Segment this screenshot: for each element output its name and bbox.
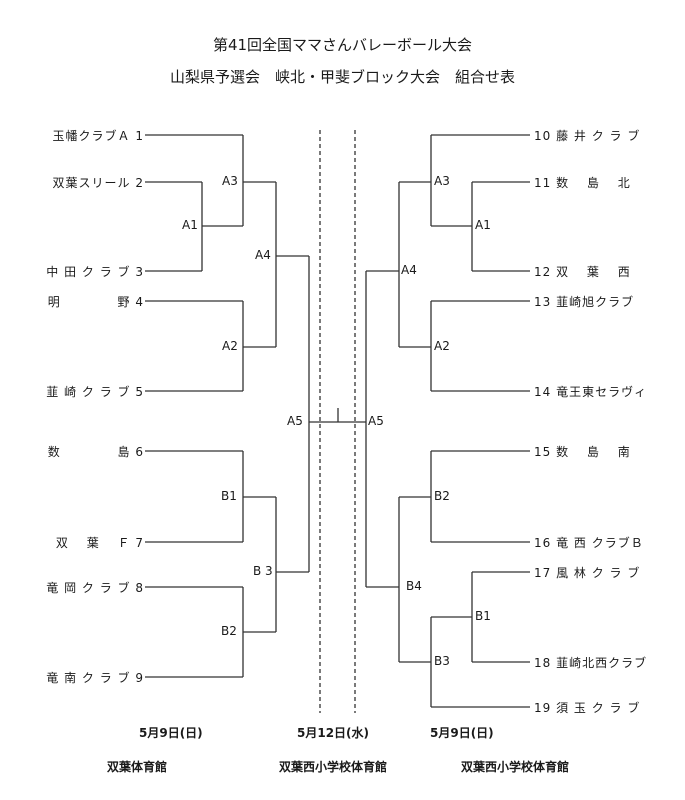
tournament-title: 第41回全国ママさんバレーボール大会: [212, 36, 473, 54]
team-seed: 11: [534, 176, 552, 190]
team-seed: 5: [135, 385, 144, 399]
team-seed: 15: [534, 445, 552, 459]
left-match-a4: A4: [255, 248, 271, 262]
right-date: 5月9日(日): [430, 726, 494, 740]
team-entry-3: 中 田 ク ラ ブ 3: [22, 263, 144, 280]
right-match-b2: B2: [434, 489, 450, 503]
team-entry-6: 数 島 6: [22, 443, 144, 460]
right-bracket-b4: [366, 497, 400, 662]
team-name: 韮崎北西クラブ: [556, 656, 648, 670]
right-bracket-b1: [431, 572, 473, 662]
right-match-a2: A2: [434, 339, 450, 353]
team-entry-2: 双葉スリール 2: [22, 174, 144, 191]
right-match-a3: A3: [434, 174, 450, 188]
team-entry-13: 13 韮崎旭クラブ: [534, 293, 634, 310]
team-name: 双葉スリール: [52, 176, 131, 190]
left-bracket-b3: [275, 497, 309, 632]
team-seed: 14: [534, 385, 552, 399]
team-entry-14: 14 竜王東セラヴィ: [534, 383, 647, 400]
right-bracket-b3: [399, 617, 432, 707]
team-entry-12: 12 双 葉 西: [534, 263, 631, 280]
right-match-b4: B4: [406, 579, 422, 593]
team-entry-8: 竜 岡 ク ラ ブ 8: [22, 579, 144, 596]
left-match-a2: A2: [222, 339, 238, 353]
team-name: 竜 西 クラブＢ: [556, 536, 644, 550]
right-match-a1: A1: [475, 218, 491, 232]
team-seed: 17: [534, 566, 552, 580]
team-name: 双 葉 西: [556, 265, 631, 279]
team-name: 須 玉 ク ラ ブ: [556, 701, 641, 715]
right-match-b3: B3: [434, 654, 450, 668]
team-name: 双 葉 Ｆ: [55, 536, 131, 550]
team-name: 玉幡クラブＡ: [52, 129, 131, 143]
team-entry-5: 韮 崎 ク ラ ブ 5: [22, 383, 144, 400]
team-entry-7: 双 葉 Ｆ 7: [22, 534, 144, 551]
team-seed: 1: [135, 129, 144, 143]
team-entry-9: 竜 南 ク ラ ブ 9: [22, 669, 144, 686]
center-venue: 双葉西小学校体育館: [279, 760, 388, 774]
team-entry-18: 18 韮崎北西クラブ: [534, 654, 647, 671]
left-match-b3: B 3: [253, 564, 273, 578]
team-seed: 16: [534, 536, 552, 550]
right-match-a5: A5: [368, 414, 384, 428]
right-bracket-a4: [366, 182, 400, 347]
left-match-a1: A1: [182, 218, 198, 232]
team-seed: 13: [534, 295, 552, 309]
left-bracket-a4: [275, 182, 309, 347]
team-seed: 3: [135, 265, 144, 279]
team-seed: 8: [135, 581, 144, 595]
team-name: 竜 南 ク ラ ブ: [46, 671, 131, 685]
team-entry-16: 16 竜 西 クラブＢ: [534, 534, 644, 551]
team-name: 中 田 ク ラ ブ: [46, 265, 131, 279]
team-name: 数 島 南: [556, 445, 631, 459]
team-seed: 9: [135, 671, 144, 685]
left-bracket-a3: [242, 135, 276, 226]
right-bracket-a1: [431, 182, 473, 271]
team-seed: 4: [135, 295, 144, 309]
team-name: 韮 崎 ク ラ ブ: [46, 385, 131, 399]
center-date: 5月12日(水): [297, 726, 370, 740]
left-match-a5: A5: [287, 414, 303, 428]
team-name: 藤 井 ク ラ ブ: [556, 129, 641, 143]
team-entry-19: 19 須 玉 ク ラ ブ: [534, 699, 640, 716]
right-match-a4: A4: [401, 263, 417, 277]
team-name: 明 野: [47, 295, 131, 309]
team-seed: 10: [534, 129, 552, 143]
left-bracket-b1: [242, 451, 276, 542]
right-bracket-a2: [399, 301, 432, 391]
left-bracket-b2: [242, 587, 276, 677]
left-match-a3: A3: [222, 174, 238, 188]
right-bracket-b2: [399, 451, 432, 542]
team-entry-10: 10 藤 井 ク ラ ブ: [534, 127, 640, 144]
team-name: 韮崎旭クラブ: [556, 295, 635, 309]
tournament-subtitle: 山梨県予選会 峡北・甲斐ブロック大会 組合せ表: [169, 68, 515, 86]
team-name: 数 島: [47, 445, 131, 459]
left-bracket-a1: [201, 182, 243, 271]
team-entry-15: 15 数 島 南: [534, 443, 631, 460]
left-bracket-a2: [242, 301, 276, 391]
team-seed: 12: [534, 265, 552, 279]
team-entry-4: 明 野 4: [22, 293, 144, 310]
team-entry-11: 11 数 島 北: [534, 174, 631, 191]
team-seed: 2: [135, 176, 144, 190]
team-entry-1: 玉幡クラブＡ 1: [22, 127, 144, 144]
team-seed: 6: [135, 445, 144, 459]
right-match-b1: B1: [475, 609, 491, 623]
right-bracket-a3: [399, 135, 432, 226]
team-name: 風 林 ク ラ ブ: [556, 566, 641, 580]
right-venue: 双葉西小学校体育館: [461, 760, 570, 774]
team-name: 数 島 北: [556, 176, 631, 190]
team-entry-17: 17 風 林 ク ラ ブ: [534, 564, 640, 581]
team-seed: 19: [534, 701, 552, 715]
team-seed: 7: [135, 536, 144, 550]
left-match-b1: B1: [221, 489, 237, 503]
team-seed: 18: [534, 656, 552, 670]
left-match-b2: B2: [221, 624, 237, 638]
left-date: 5月9日(日): [139, 726, 203, 740]
team-name: 竜王東セラヴィ: [556, 385, 648, 399]
team-name: 竜 岡 ク ラ ブ: [46, 581, 131, 595]
left-venue: 双葉体育館: [107, 760, 168, 774]
